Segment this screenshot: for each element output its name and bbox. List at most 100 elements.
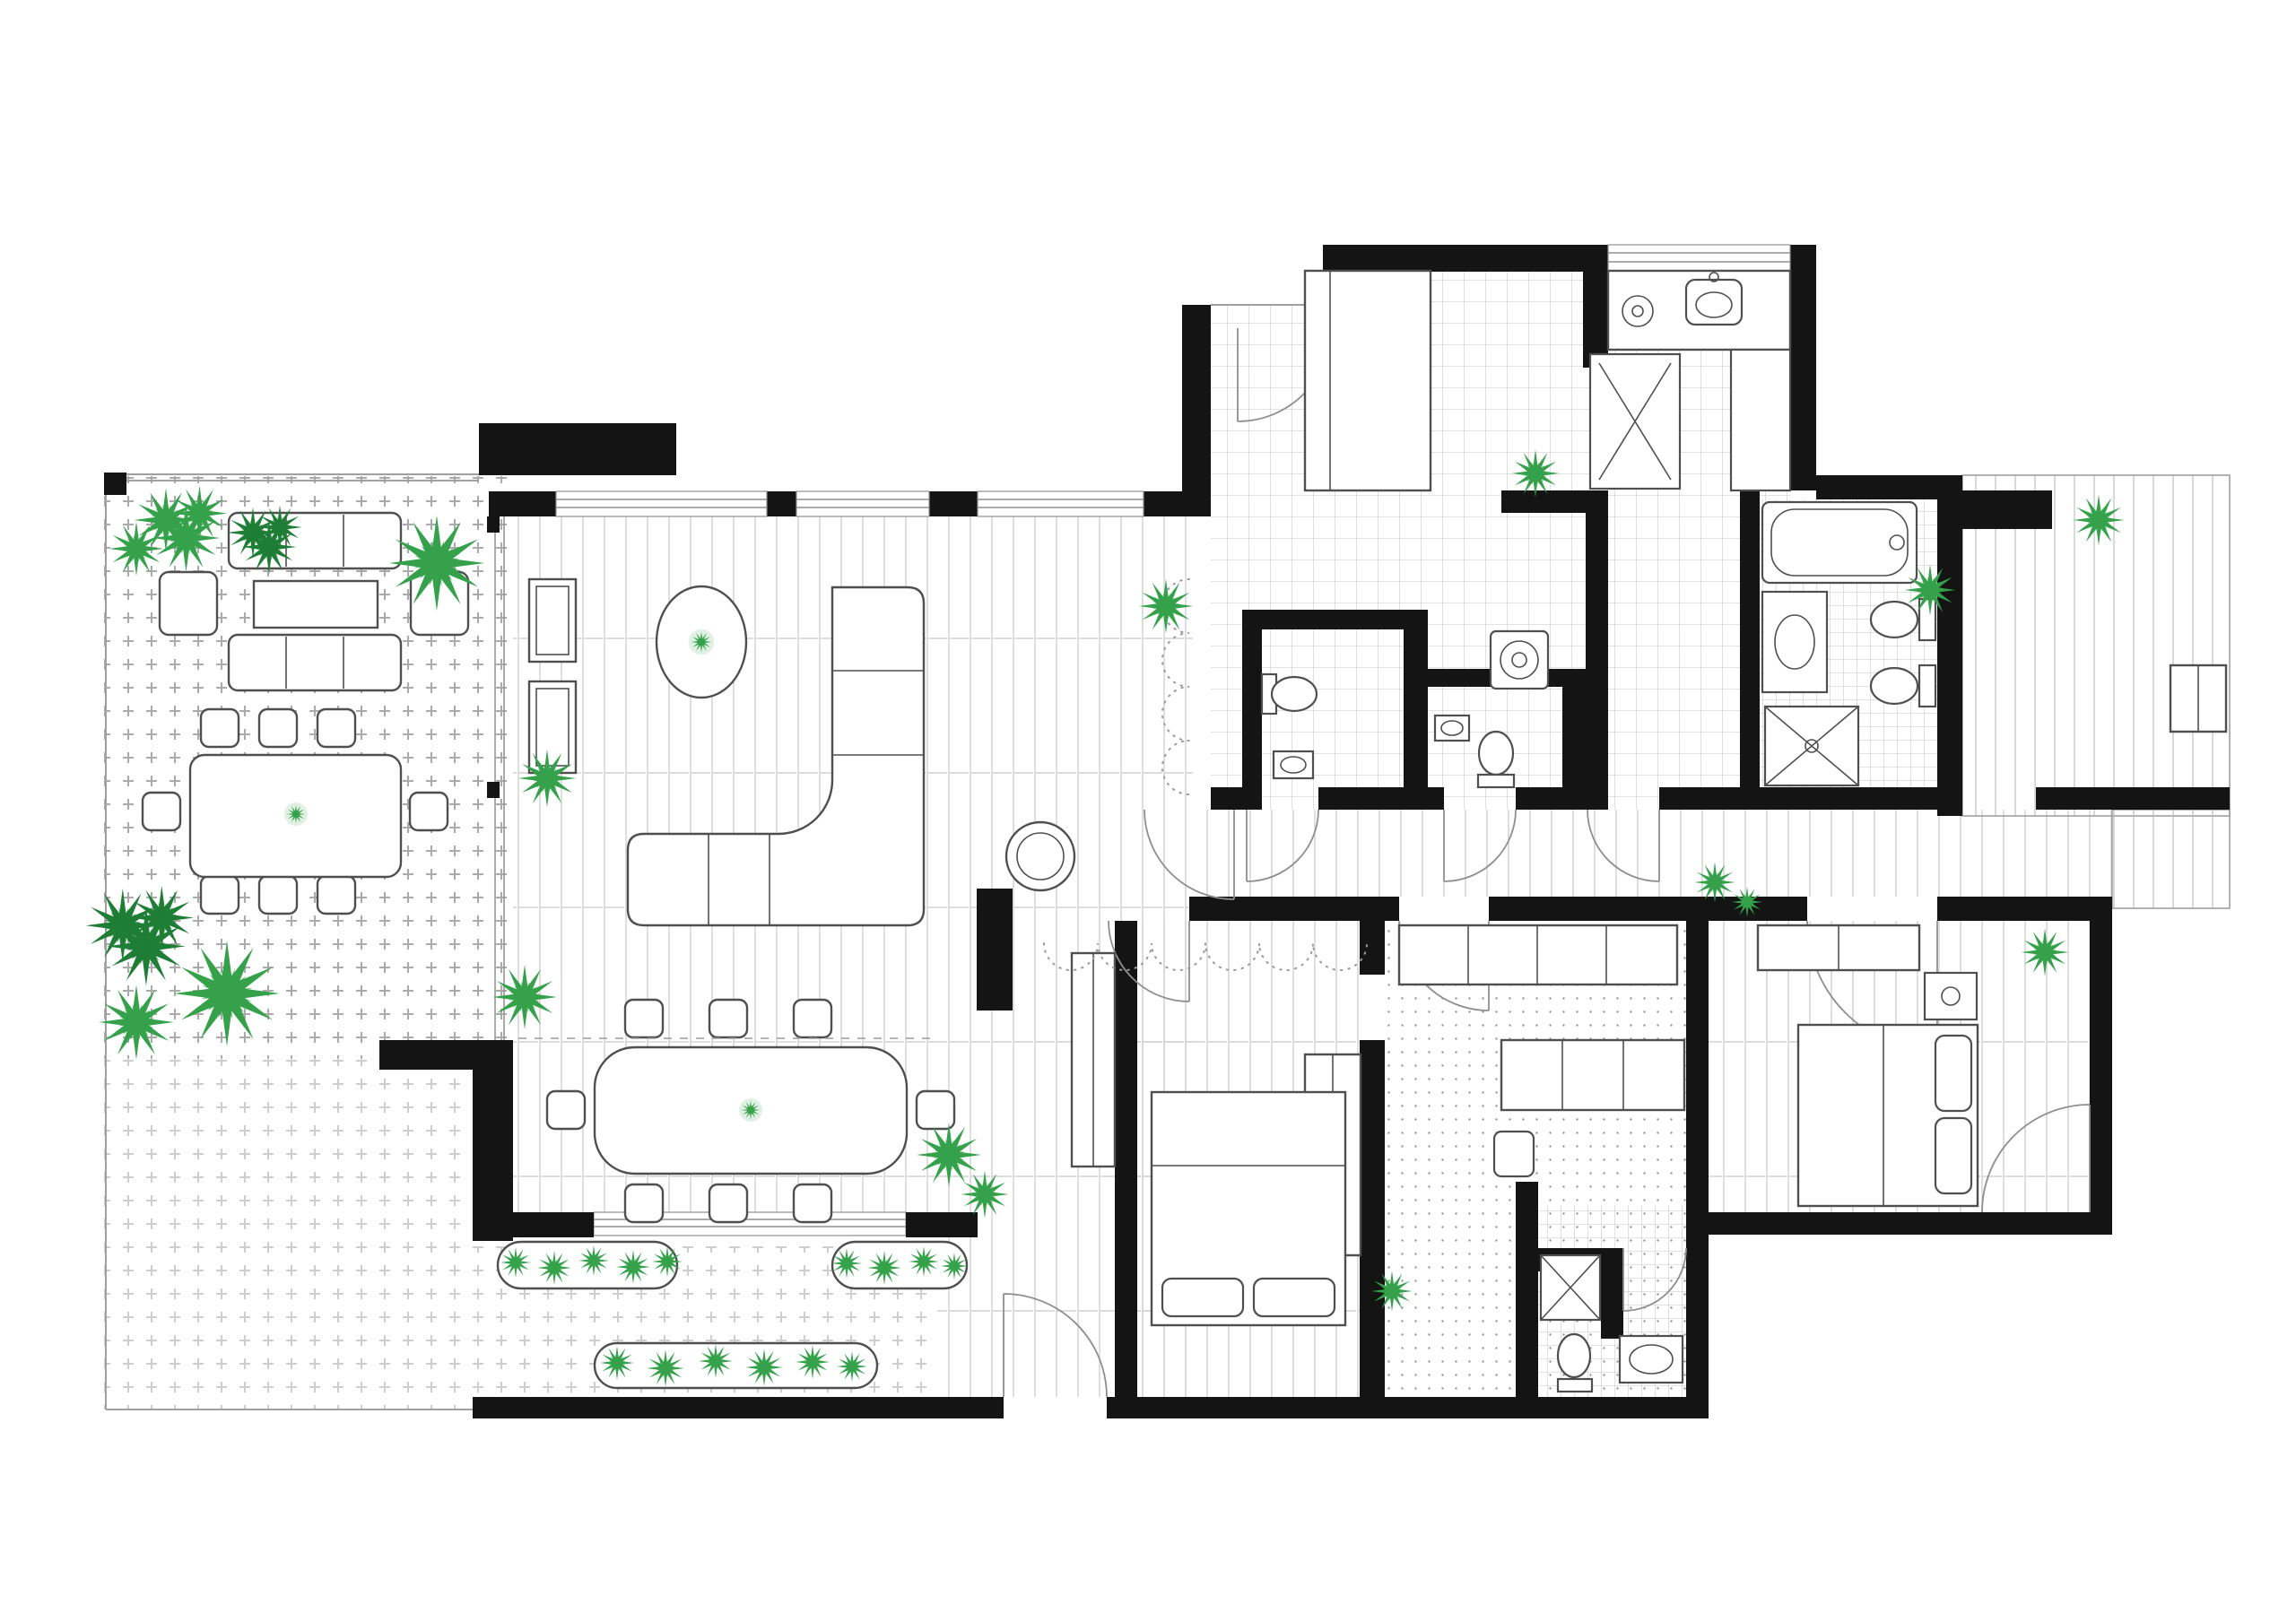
wall-bath-main-bottom xyxy=(1740,787,1962,810)
outdoor-coffee-table xyxy=(252,579,379,629)
tiled-strip-floor xyxy=(1608,513,1740,810)
ensuite-cistern xyxy=(1556,1377,1594,1393)
wall-south-b xyxy=(1107,1397,1709,1418)
wc1-sink xyxy=(1272,750,1315,780)
wall-terrace-top-block xyxy=(479,423,676,475)
chair xyxy=(792,998,833,1039)
door-entry-main xyxy=(1003,1293,1108,1398)
washing-machine xyxy=(1489,629,1550,690)
tall-cabinet xyxy=(1729,348,1792,492)
wall-corridor-south-d xyxy=(1937,897,2112,921)
bidet-cistern xyxy=(1918,664,1937,708)
chair xyxy=(316,707,357,749)
planter-box-c xyxy=(593,1341,879,1390)
chair xyxy=(408,791,449,832)
wall-bath-ensuite-left xyxy=(1516,1182,1538,1397)
chair xyxy=(199,707,240,749)
bathtub-drain xyxy=(1889,534,1905,551)
pillow xyxy=(1934,1034,1973,1113)
curtain-bedroom-center xyxy=(1043,942,1368,971)
window-hall xyxy=(977,490,1144,517)
window-living-2 xyxy=(796,490,930,517)
nightstand xyxy=(1923,971,1979,1021)
door-bedroom-right xyxy=(1981,1104,2091,1213)
balcony-floor xyxy=(1961,474,2231,817)
wall-bath-main-top xyxy=(1816,475,1962,499)
mullion-c xyxy=(487,1045,500,1062)
wall-corridor-south-a xyxy=(1189,897,1399,921)
wall-bath-ensuite-inner xyxy=(1601,1271,1623,1339)
wc1-fixtures xyxy=(1260,672,1318,780)
chair xyxy=(316,874,357,915)
door-bedroom-center xyxy=(1108,920,1190,1002)
chair xyxy=(623,998,665,1039)
wall-kitchen-top-pier xyxy=(1583,245,1608,368)
wall-kitchen-top xyxy=(1323,245,1583,272)
wall-balcony-block xyxy=(1962,490,2052,529)
terrace-top-boundary xyxy=(106,473,479,481)
ensuite-toilet xyxy=(1556,1332,1592,1379)
wall-bedroom-center-corner xyxy=(977,889,1013,1010)
door-wc2 xyxy=(1443,809,1517,882)
mullion-b xyxy=(487,782,500,798)
curtains xyxy=(1043,578,1368,971)
wall-wc1-left xyxy=(1242,610,1262,810)
cooktop-burner xyxy=(1622,295,1654,327)
kitchen-tap xyxy=(1709,272,1719,282)
wall-kitchen-south xyxy=(1501,490,1608,513)
wc2-cistern xyxy=(1476,773,1516,789)
wall-closet-right xyxy=(1686,921,1709,1418)
chair xyxy=(545,1089,587,1131)
wall-wc-zone-a xyxy=(1211,787,1247,810)
bathroom-ensuite-fixtures xyxy=(1539,1253,1684,1393)
wall-dining-south-a xyxy=(513,1212,594,1237)
chair xyxy=(257,874,299,915)
windows xyxy=(555,244,1791,517)
wc2-fixtures xyxy=(1433,714,1516,789)
outdoor-sofa-bottom xyxy=(227,633,403,692)
round-side-table xyxy=(1004,820,1076,892)
bedroom-right-furniture xyxy=(1756,924,1979,1208)
chair xyxy=(792,1183,833,1224)
bidet xyxy=(1869,666,1919,706)
boundaries xyxy=(105,304,1323,1410)
ensuite-basin xyxy=(1629,1344,1674,1375)
lamp xyxy=(1941,986,1961,1006)
door-hall-corridor xyxy=(1144,809,1235,900)
wall-south-a xyxy=(473,1397,1004,1418)
chair xyxy=(141,791,182,832)
bathtub xyxy=(1761,500,1918,585)
wall-terrace-corner-pier xyxy=(104,473,126,495)
living-room-furniture xyxy=(518,577,931,1175)
door-bathroom-main xyxy=(1587,809,1660,882)
plant xyxy=(284,802,308,826)
wall-dining-west-v xyxy=(473,1040,513,1241)
planter-box-b xyxy=(831,1240,969,1290)
patio-floor xyxy=(104,1058,473,1409)
pillow xyxy=(1934,1116,1973,1195)
wall-entry-bedroom-divider xyxy=(1115,921,1137,1397)
wall-wc-zone-d xyxy=(1659,787,1740,810)
wc1-toilet xyxy=(1270,675,1318,713)
corridor-floor xyxy=(1193,810,2112,897)
window-kitchen xyxy=(1607,244,1791,272)
chair xyxy=(708,998,749,1039)
kitchen-furniture xyxy=(1303,269,1792,690)
wall-wc-divider xyxy=(1404,610,1428,810)
door-bathroom-ensuite xyxy=(1622,1247,1687,1312)
pillow xyxy=(1161,1277,1245,1318)
shower-head xyxy=(1805,739,1819,753)
curtain-hallway xyxy=(1161,578,1190,795)
window-living-1 xyxy=(555,490,768,517)
wall-bath-main-left xyxy=(1740,490,1760,789)
chair xyxy=(257,707,299,749)
vanity-basin xyxy=(1774,614,1815,670)
wall-closet-stub xyxy=(1360,921,1385,975)
bedroom-center-furniture xyxy=(1070,951,1347,1327)
furniture xyxy=(158,269,2228,1393)
chairs-layer xyxy=(141,707,956,1224)
kitchen-island xyxy=(1303,269,1432,492)
wall-corridor-south-c xyxy=(1709,897,1807,921)
chair xyxy=(708,1183,749,1224)
